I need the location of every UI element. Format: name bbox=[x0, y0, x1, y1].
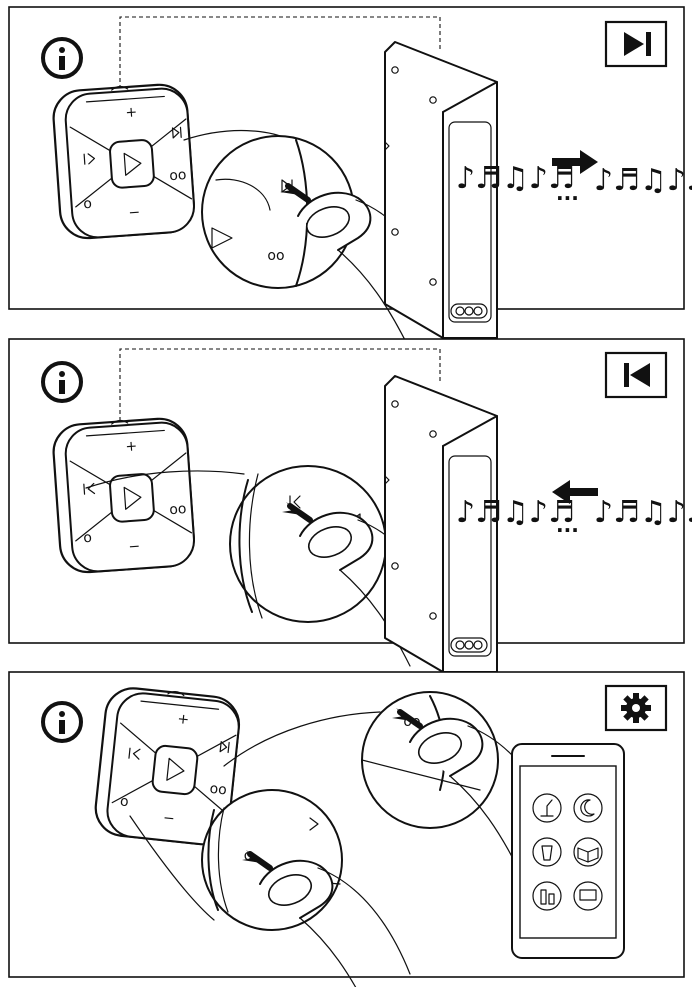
svg-text:+: + bbox=[177, 711, 190, 728]
arrow-left-icon bbox=[552, 480, 598, 504]
svg-text:oo: oo bbox=[267, 248, 284, 264]
glass-icon bbox=[532, 837, 562, 867]
music-notes: ♪♬♫♪♬ ♪♬♫♪♬ ... bbox=[456, 495, 692, 537]
svg-text:o: o bbox=[83, 196, 93, 213]
svg-text:−: − bbox=[128, 204, 141, 221]
panel-next-track: + − o oo oo ♪♬♫♪♬ ♪♬♫♪♬ ... bbox=[8, 6, 692, 346]
remote-control: + − o oo bbox=[50, 414, 197, 576]
svg-text:♪♬♫♪♬: ♪♬♫♪♬ bbox=[456, 495, 575, 530]
svg-text:oo: oo bbox=[169, 167, 187, 184]
svg-text:...: ... bbox=[556, 513, 579, 537]
svg-text:+: + bbox=[125, 438, 138, 455]
info-icon bbox=[41, 361, 83, 403]
zoom-bubble: oo bbox=[201, 135, 355, 289]
info-icon bbox=[41, 701, 83, 743]
arrow-right-icon bbox=[552, 150, 598, 174]
smartphone bbox=[511, 743, 625, 959]
remote-control: + − o oo bbox=[50, 80, 197, 242]
svg-text:...: ... bbox=[556, 181, 579, 205]
info-icon bbox=[41, 37, 83, 79]
panel-settings-app: + − o oo oo o bbox=[8, 671, 685, 987]
lamp-icon bbox=[532, 793, 562, 823]
svg-text:o: o bbox=[119, 794, 129, 811]
svg-text:oo: oo bbox=[209, 781, 228, 799]
svg-text:+: + bbox=[125, 104, 138, 121]
book-icon bbox=[573, 837, 603, 867]
svg-text:−: − bbox=[128, 538, 141, 555]
svg-text:♪♬♫♪♬: ♪♬♫♪♬ bbox=[594, 163, 692, 198]
remote-control: + − o oo bbox=[91, 683, 243, 848]
panel-previous-track: + − o oo ♪♬♫♪♬ ♪♬♫♪♬ ... bbox=[8, 338, 692, 673]
svg-text:♪♬♫♪♬: ♪♬♫♪♬ bbox=[456, 161, 575, 196]
svg-text:oo: oo bbox=[169, 501, 187, 518]
music-notes: ♪♬♫♪♬ ♪♬♫♪♬ ... bbox=[456, 161, 692, 205]
screen-icon bbox=[573, 881, 603, 911]
svg-text:o: o bbox=[83, 530, 93, 547]
svg-text:−: − bbox=[162, 810, 175, 827]
zoom-bubble-ring-button: o bbox=[201, 789, 343, 931]
svg-text:♪♬♫♪♬: ♪♬♫♪♬ bbox=[594, 495, 692, 530]
moon-icon bbox=[573, 793, 603, 823]
bottles-icon bbox=[532, 881, 562, 911]
